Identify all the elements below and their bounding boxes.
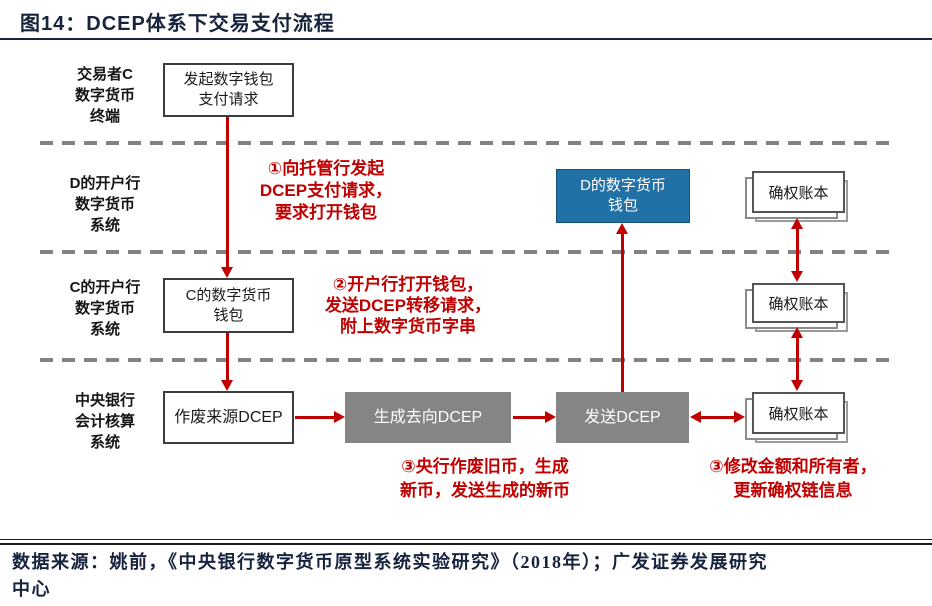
arrow-generate-to-send-head: [545, 411, 556, 423]
lane-label-line: 中央银行: [74, 392, 135, 409]
annotation-line: ③央行作废旧币，生成: [401, 457, 569, 476]
lane-label-line: 交易者C: [77, 66, 133, 83]
lane-label-d-bank-system: D的开户行 数字货币 系统: [35, 173, 175, 236]
node-label-line: D的数字货币: [580, 177, 666, 194]
arrow-invalidate-to-generate-line: [295, 416, 335, 419]
lane-label-line: 终端: [89, 108, 120, 125]
annotation-line: 更新确权链信息: [733, 481, 853, 500]
annotation-line: 附上数字货币字串: [340, 317, 476, 336]
lane-label-c-bank-system: C的开户行 数字货币 系统: [35, 277, 175, 340]
figure-title: 图14：DCEP体系下交易支付流程: [20, 13, 335, 35]
arrow-send-ledger-right-head: [734, 411, 745, 423]
lane-label-central-bank-system: 中央银行 会计核算 系统: [35, 390, 175, 453]
lane-label-line: 数字货币: [74, 196, 135, 213]
node-label-line: 钱包: [213, 306, 244, 324]
arrow-initiate-to-c-wallet-line: [226, 117, 229, 268]
lane-divider-2: [40, 250, 898, 254]
arrow-c-wallet-to-invalidate-line: [226, 333, 229, 381]
arrow-send-ledger-line: [701, 416, 735, 419]
node-invalidate-source-dcep: 作废来源DCEP: [163, 391, 294, 444]
node-confirmation-ledger-central-bank: 确权账本: [745, 392, 848, 443]
node-label-line: 钱包: [607, 197, 638, 214]
data-source-line: 中心: [12, 579, 51, 599]
ledger-label: 确权账本: [752, 171, 845, 213]
lane-label-line: 数字货币: [74, 300, 135, 317]
annotation-step3-right: ③修改金额和所有者， 更新确权链信息: [688, 455, 898, 503]
lane-label-line: C的开户行: [69, 279, 141, 296]
node-c-digital-currency-wallet: C的数字货币 钱包: [163, 278, 294, 333]
arrow-ledger3-ledger4-up-head: [791, 327, 803, 338]
arrow-c-wallet-to-invalidate-head: [221, 380, 233, 391]
node-d-digital-currency-wallet: D的数字货币 钱包: [556, 169, 690, 223]
node-generate-destination-dcep: 生成去向DCEP: [345, 392, 511, 443]
lane-label-trader-c-terminal: 交易者C 数字货币 终端: [35, 64, 175, 127]
annotation-step2: ②开户行打开钱包， 发送DCEP转移请求， 附上数字货币字串: [308, 274, 508, 337]
footer-divider: [0, 539, 932, 545]
ledger-label: 确权账本: [752, 283, 845, 323]
node-label-line: C的数字货币: [185, 286, 272, 304]
annotation-line: 发送DCEP转移请求，: [324, 296, 492, 315]
node-send-dcep: 发送DCEP: [556, 392, 689, 443]
arrow-ledger3-ledger4-line: [796, 337, 799, 381]
lane-label-line: 系统: [89, 321, 120, 338]
node-label-line: 作废来源DCEP: [174, 408, 283, 426]
arrow-generate-to-send-line: [513, 416, 547, 419]
annotation-line: 要求打开钱包: [275, 203, 377, 222]
annotation-step1: ①向托管行发起 DCEP支付请求， 要求打开钱包: [236, 158, 416, 224]
node-label-line: 生成去向DCEP: [373, 408, 483, 426]
data-source-note: 数据来源：姚前，《中央银行数字货币原型系统实验研究》（2018年）；广发证券发展…: [12, 549, 924, 603]
lane-label-line: 会计核算: [74, 413, 135, 430]
arrow-ledger2-ledger3-line: [796, 228, 799, 272]
annotation-line: DCEP支付请求，: [259, 181, 393, 200]
annotation-line: ③修改金额和所有者，: [709, 457, 877, 476]
lane-label-line: 系统: [89, 217, 120, 234]
arrow-initiate-to-c-wallet-head: [221, 267, 233, 278]
node-confirmation-ledger-c-bank: 确权账本: [745, 283, 848, 332]
arrow-ledger3-ledger4-down-head: [791, 380, 803, 391]
annotation-line: ①向托管行发起: [267, 159, 385, 178]
node-label-line: 支付请求: [198, 91, 259, 108]
arrow-invalidate-to-generate-head: [334, 411, 345, 423]
data-source-line: 数据来源：姚前，《中央银行数字货币原型系统实验研究》（2018年）；广发证券发展…: [12, 552, 768, 572]
arrow-send-to-d-wallet-line: [621, 233, 624, 392]
arrow-ledger2-ledger3-down-head: [791, 271, 803, 282]
lane-divider-3: [40, 358, 898, 362]
annotation-line: ②开户行打开钱包，: [332, 275, 484, 294]
arrow-send-ledger-left-head: [690, 411, 701, 423]
lane-label-line: 系统: [89, 434, 120, 451]
lane-label-line: 数字货币: [74, 87, 135, 104]
arrow-ledger2-ledger3-up-head: [791, 218, 803, 229]
node-label-line: 发送DCEP: [584, 408, 661, 426]
ledger-label: 确权账本: [752, 392, 845, 434]
title-underline: [0, 38, 932, 40]
lane-label-line: D的开户行: [69, 175, 141, 192]
node-confirmation-ledger-d-bank: 确权账本: [745, 171, 848, 222]
arrow-send-to-d-wallet-head: [616, 223, 628, 234]
node-label-line: 发起数字钱包: [183, 71, 274, 88]
annotation-line: 新币，发送生成的新币: [400, 481, 570, 500]
node-initiate-payment-request: 发起数字钱包 支付请求: [163, 63, 294, 117]
annotation-step3-left: ③央行作废旧币，生成 新币，发送生成的新币: [380, 455, 590, 503]
lane-divider-1: [40, 141, 898, 145]
